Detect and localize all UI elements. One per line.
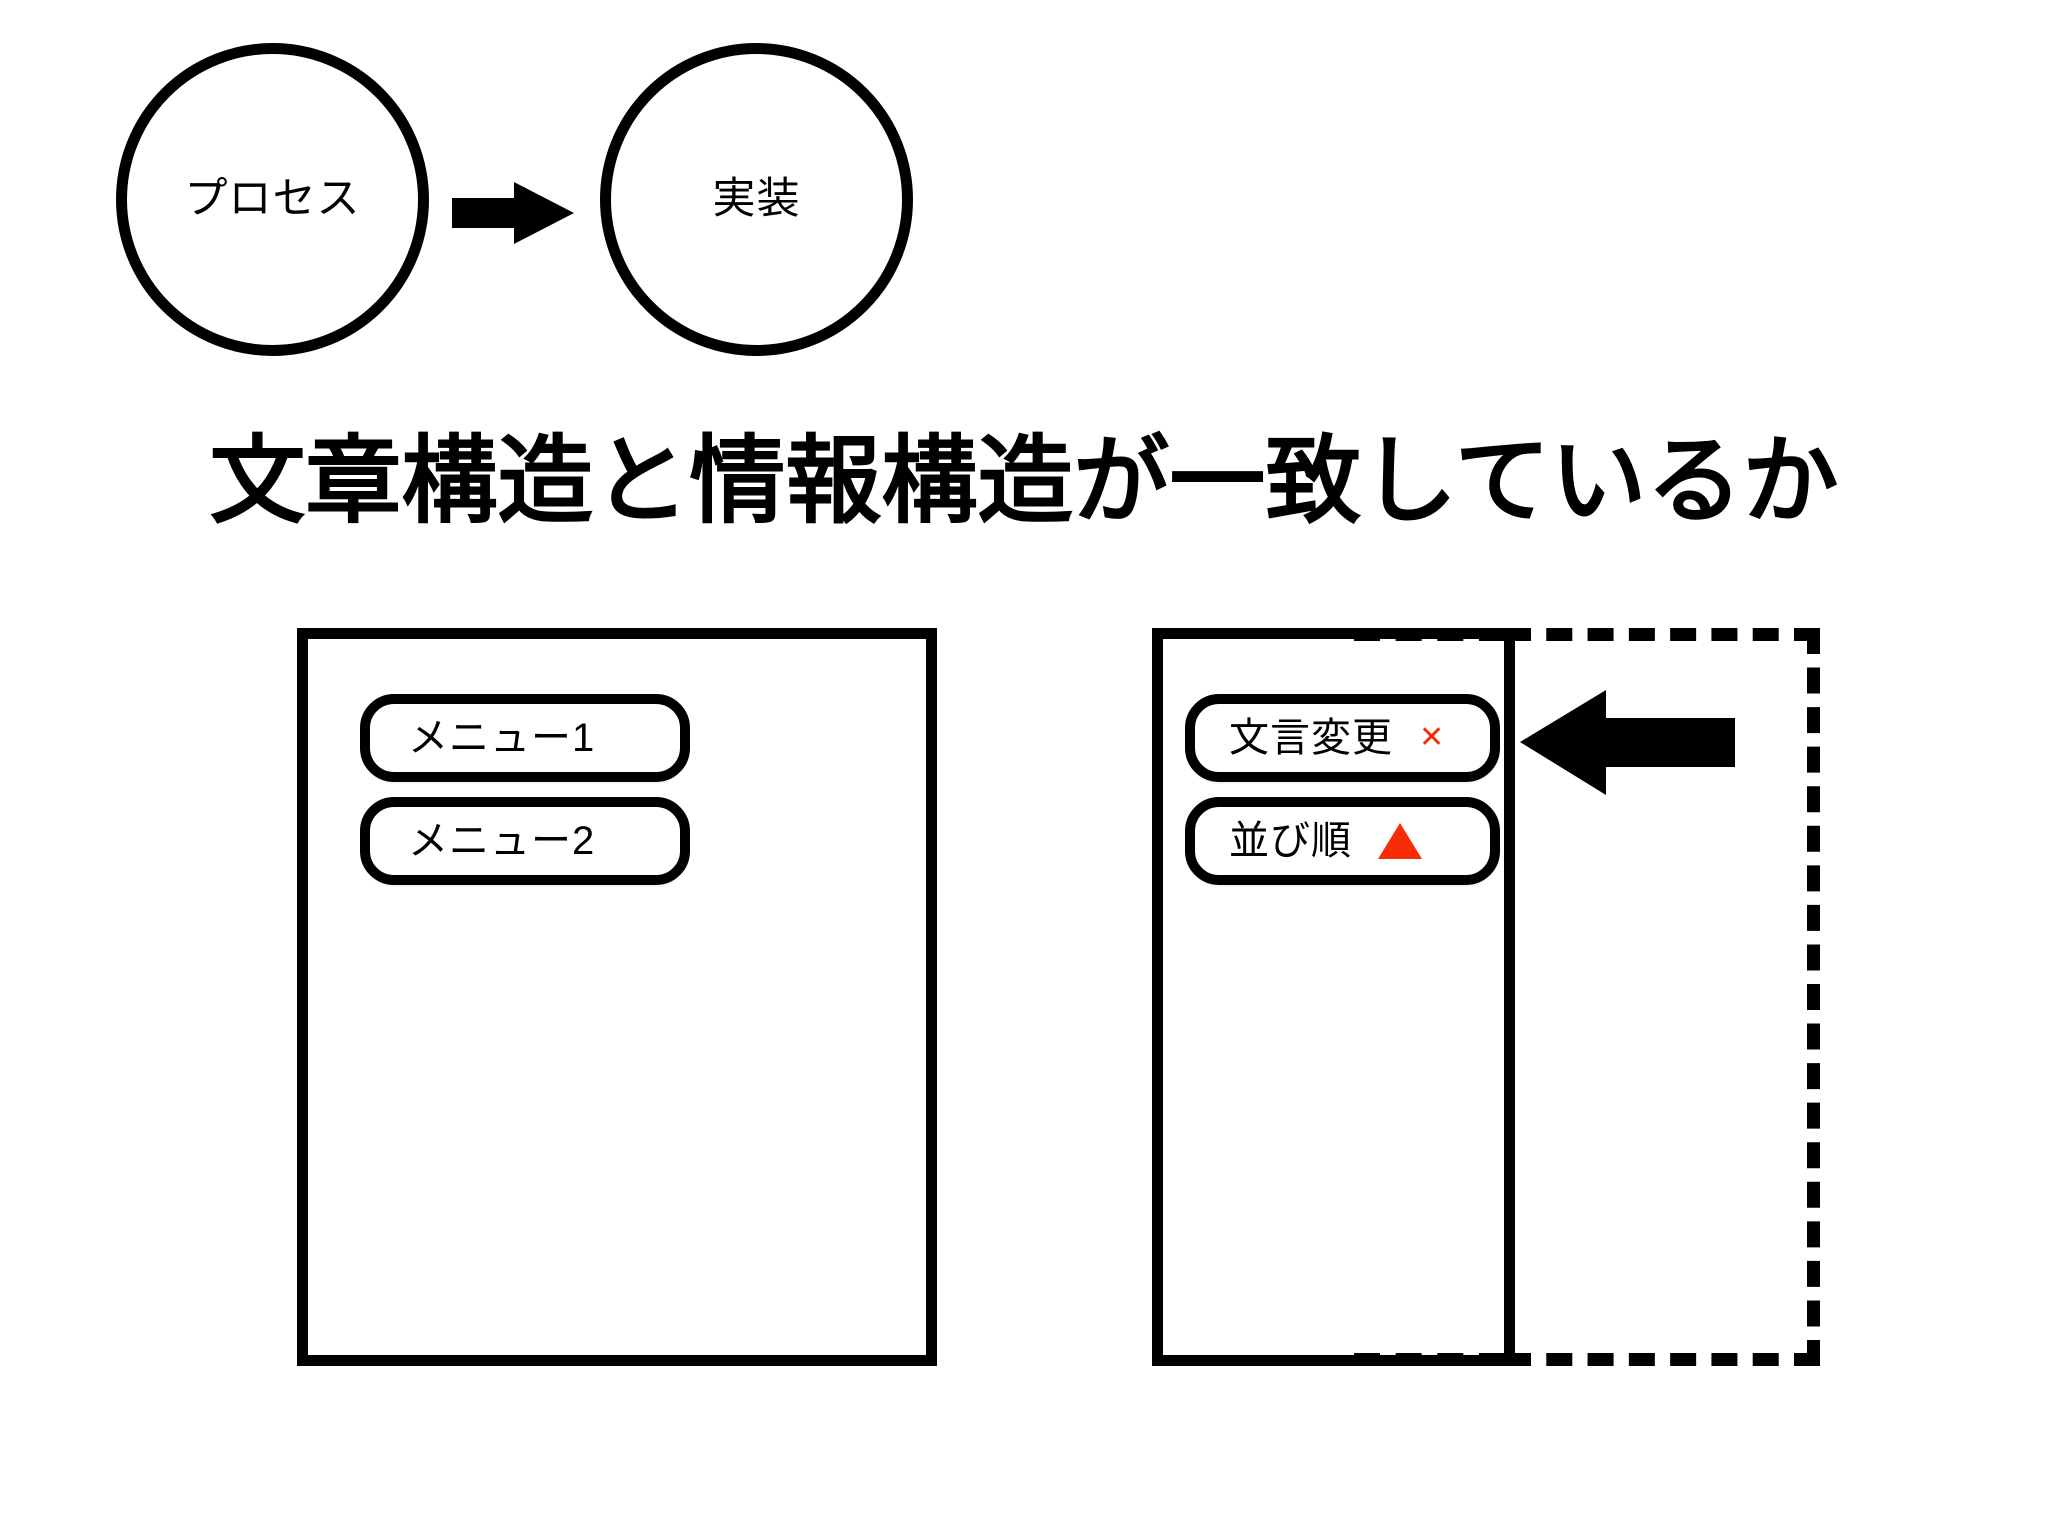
- right-screen-panel: 文言変更 ✕ 並び順: [1152, 628, 1515, 1366]
- menu-item-wording-change[interactable]: 文言変更 ✕: [1185, 694, 1500, 782]
- flow-node-process-label: プロセス: [184, 175, 361, 223]
- left-screen-panel: メニュー1 メニュー2: [297, 628, 937, 1366]
- arrow-right-icon: [452, 182, 574, 244]
- right-screen-menu-list: 文言変更 ✕ 並び順: [1185, 694, 1500, 885]
- flow-node-implementation-label: 実装: [712, 175, 801, 223]
- arrow-left-icon: [1520, 690, 1735, 795]
- page-title: 文章構造と情報構造が一致しているか: [209, 428, 1839, 535]
- triangle-up-shape: [1378, 823, 1422, 859]
- menu-item-wording-change-label: 文言変更: [1229, 716, 1393, 760]
- menu-item-sort-order-label: 並び順: [1229, 819, 1352, 863]
- menu-item-sort-order[interactable]: 並び順: [1185, 797, 1500, 885]
- flow-node-process: プロセス: [116, 43, 429, 356]
- menu-item-2[interactable]: メニュー2: [360, 797, 690, 885]
- menu-item-1-label: メニュー1: [408, 716, 596, 760]
- triangle-up-icon: [1378, 823, 1422, 859]
- menu-item-1[interactable]: メニュー1: [360, 694, 690, 782]
- cross-icon: ✕: [1419, 721, 1445, 754]
- flow-node-implementation: 実装: [600, 43, 913, 356]
- menu-item-2-label: メニュー2: [408, 819, 596, 863]
- left-screen-menu-list: メニュー1 メニュー2: [360, 694, 690, 885]
